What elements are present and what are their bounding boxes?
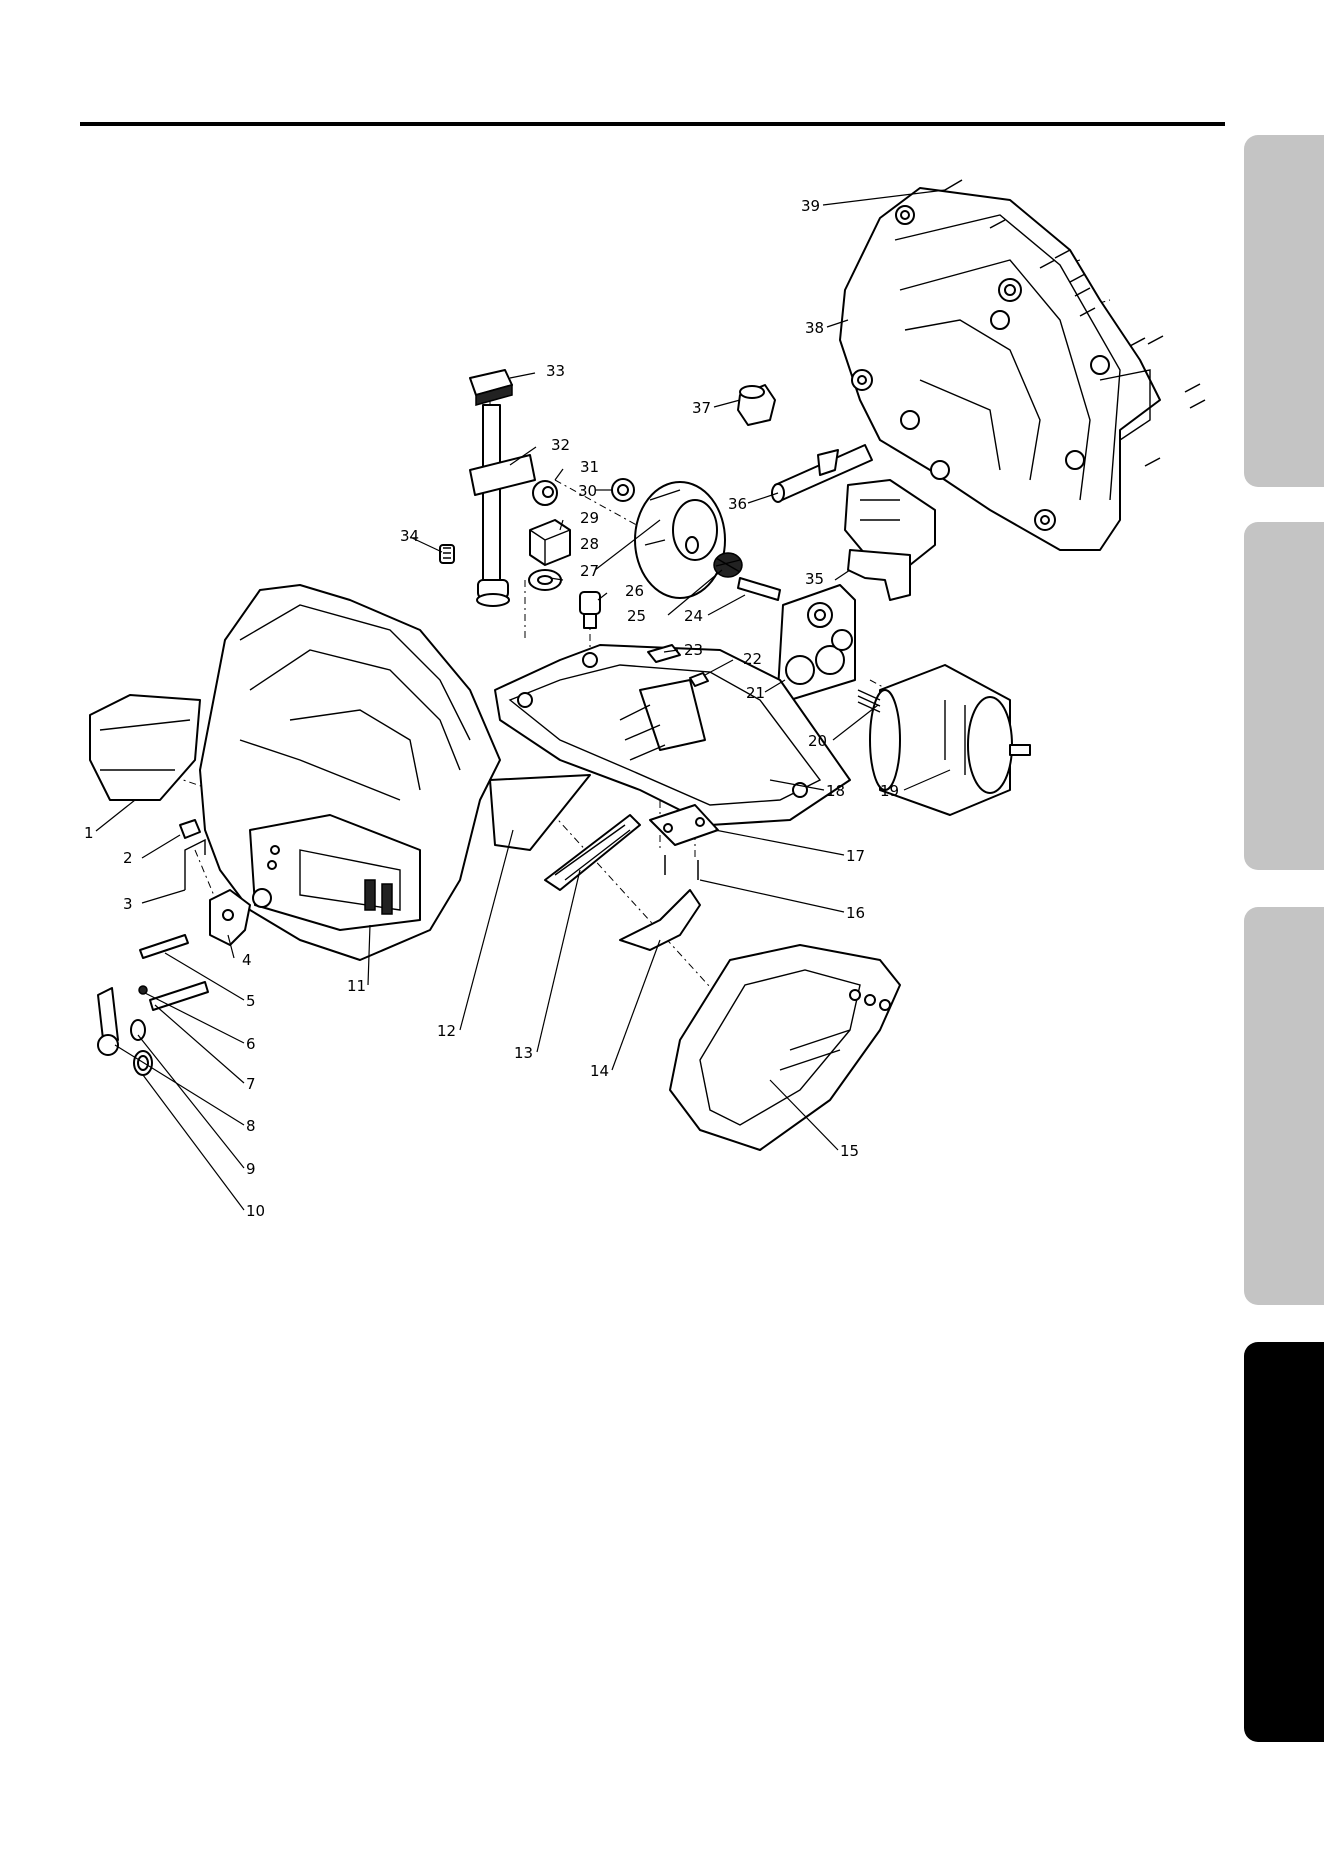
part-label-11: 11 — [347, 977, 366, 995]
part-label-18: 18 — [826, 782, 845, 800]
part-label-24: 24 — [684, 607, 703, 625]
bushing-part-37 — [738, 385, 775, 425]
part-label-2: 2 — [123, 849, 133, 867]
part-label-22: 22 — [743, 650, 762, 668]
block-part-29 — [530, 520, 570, 565]
pin-part-5 — [140, 935, 188, 958]
part-label-23: 23 — [684, 641, 703, 659]
spring-part-34 — [440, 545, 454, 563]
part-label-8: 8 — [246, 1117, 256, 1135]
part-label-14: 14 — [590, 1062, 609, 1080]
pin-part-24 — [738, 578, 780, 600]
part-label-30: 30 — [578, 482, 597, 500]
guard-part-13 — [545, 815, 640, 890]
nut-part-2 — [180, 820, 200, 838]
part-label-27: 27 — [580, 562, 599, 580]
part-label-10: 10 — [246, 1202, 265, 1220]
part-label-7: 7 — [246, 1075, 256, 1093]
part-label-31: 31 — [580, 458, 599, 476]
part-label-5: 5 — [246, 992, 256, 1010]
part-label-17: 17 — [846, 847, 865, 865]
part-label-3: 3 — [123, 895, 133, 913]
bearing-part-31 — [533, 481, 557, 505]
part-label-16: 16 — [846, 904, 865, 922]
part-label-9: 9 — [246, 1160, 256, 1178]
part-label-37: 37 — [692, 399, 711, 417]
part-label-35: 35 — [805, 570, 824, 588]
guide-part-26 — [580, 592, 600, 628]
pin-part-7 — [150, 982, 208, 1010]
spring-wire-part-3 — [185, 840, 205, 890]
part-label-25: 25 — [627, 607, 646, 625]
part-label-15: 15 — [840, 1142, 859, 1160]
part-label-1: 1 — [84, 824, 94, 842]
lever-part-8 — [98, 988, 118, 1055]
spacer-part-9 — [131, 1020, 145, 1040]
part-label-13: 13 — [514, 1044, 533, 1062]
part-label-33: 33 — [546, 362, 565, 380]
part-label-29: 29 — [580, 509, 599, 527]
part-label-6: 6 — [246, 1035, 256, 1053]
bracket-part-21 — [778, 585, 855, 700]
washer-part-28 — [529, 570, 561, 590]
block-part-33 — [470, 370, 512, 405]
screws-part-16 — [665, 855, 698, 880]
part-label-36: 36 — [728, 495, 747, 513]
nut-part-30 — [612, 479, 634, 501]
part-label-20: 20 — [808, 732, 827, 750]
switch-part-35 — [845, 480, 935, 600]
part-label-34: 34 — [400, 527, 419, 545]
part-label-21: 21 — [746, 684, 765, 702]
gear-part-27 — [635, 482, 725, 598]
part-label-19: 19 — [880, 782, 899, 800]
part-label-39: 39 — [801, 197, 820, 215]
part-label-4: 4 — [242, 951, 252, 969]
part-label-26: 26 — [625, 582, 644, 600]
part-label-38: 38 — [805, 319, 824, 337]
cover-part-1 — [90, 695, 200, 800]
part-label-28: 28 — [580, 535, 599, 553]
part-label-32: 32 — [551, 436, 570, 454]
plunger-part-32 — [470, 405, 535, 606]
battery-part-15 — [670, 945, 900, 1150]
part-label-12: 12 — [437, 1022, 456, 1040]
